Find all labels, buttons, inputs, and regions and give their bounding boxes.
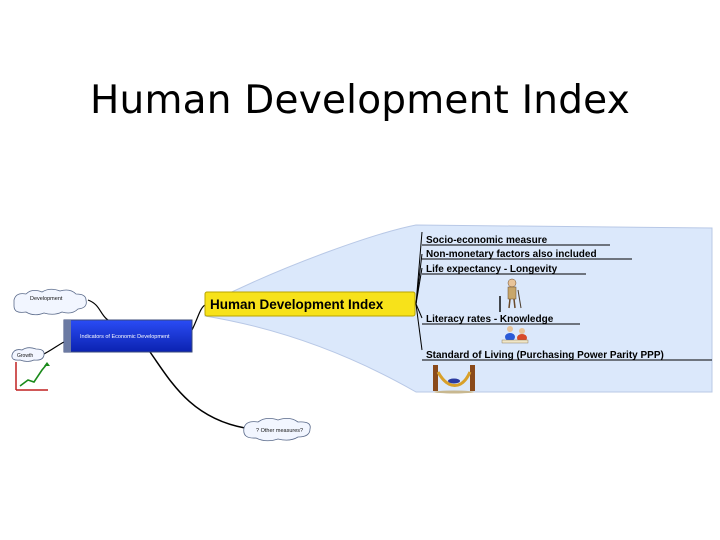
growth-node [11, 347, 45, 362]
other-measures-label: ? Other measures? [256, 428, 303, 434]
branch-lines [415, 231, 712, 361]
growth-label: Growth [17, 353, 33, 359]
central-node-label: Indicators of Economic Development [80, 334, 170, 340]
hdi-label: Human Development Index [210, 297, 384, 312]
central-node [63, 319, 193, 353]
slide-title: Human Development Index [90, 78, 630, 123]
connector-growth [41, 341, 65, 356]
development-node [13, 288, 87, 316]
reading-people-icon [501, 326, 529, 344]
hdi-callout-balloon [204, 224, 713, 393]
growth-chart-icon [15, 362, 50, 391]
elderly-person-icon [499, 278, 522, 312]
branch-socio-economic: Socio-economic measure [426, 235, 548, 246]
development-label: Development [30, 296, 63, 302]
branch-life-expectancy: Life expectancy - Longevity [426, 264, 558, 275]
branch-non-monetary: Non-monetary factors also included [426, 249, 597, 260]
other-measures-node [243, 418, 311, 442]
hammock-icon [433, 365, 475, 394]
branch-standard-of-living: Standard of Living (Purchasing Power Par… [426, 350, 664, 361]
connector-other [149, 351, 246, 429]
branch-literacy: Literacy rates - Knowledge [426, 314, 554, 325]
central-node-edge [64, 320, 71, 352]
connector-hdi [191, 304, 206, 331]
hdi-node [204, 291, 416, 317]
